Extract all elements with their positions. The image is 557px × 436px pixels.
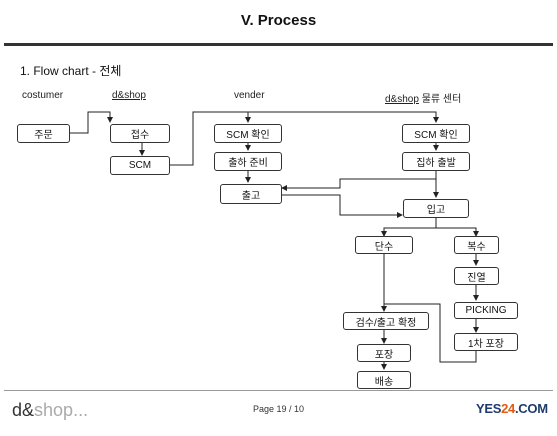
node-inspect-confirm: 검수/출고 확정 [343,312,429,330]
node-release: 출고 [220,184,282,204]
node-order: 주문 [17,124,70,143]
node-scm: SCM [110,156,170,175]
section-subtitle: 1. Flow chart - 전체 [20,64,122,78]
footer-divider [4,390,553,391]
brand-logo-light: shop... [34,400,89,420]
connector-order-accept [70,111,113,134]
connector-receive-split [381,218,437,237]
brand-logo-main: d& [12,400,35,420]
page-number: Page 19 / 10 [252,404,305,414]
lane-label-vender: vender [234,90,265,101]
node-center-scm-check: SCM 확인 [402,124,470,143]
node-picking: PICKING [454,302,518,319]
node-display: 진열 [454,267,499,285]
title-divider [4,43,553,46]
node-ship-prep: 출하 준비 [214,152,282,171]
node-multiple: 복수 [454,236,499,254]
node-vendor-scm-check: SCM 확인 [214,124,282,143]
connector-split-multiple [436,227,479,237]
lane-label-customer: costumer [22,90,64,101]
lane-label-center-name: d&shop [385,94,419,105]
node-pickup-depart: 집하 출발 [402,152,470,171]
lane-label-dshop: d&shop [112,90,146,101]
brand-logo: d&shop... [12,400,88,421]
yes24-logo-b: 24 [501,401,515,416]
yes24-logo-c: .COM [515,401,548,416]
connector-pickup-release [281,171,437,191]
connector-release-receive [282,194,403,218]
lane-label-center-suffix: 물류 센터 [418,94,462,105]
lane-label-dshop-text: d&shop [112,90,146,101]
node-receive: 입고 [403,199,469,218]
node-first-pack: 1차 포장 [454,333,518,351]
page-title: V. Process [240,12,317,29]
node-accept: 접수 [110,124,170,143]
connector-scm-vendor [170,111,439,166]
node-delivery: 배송 [357,371,411,389]
yes24-logo-a: YES [476,401,502,416]
node-pack: 포장 [357,344,411,362]
node-single: 단수 [355,236,413,254]
connector-firstpack-inspect [384,303,477,363]
lane-label-center: d&shop 물류 센터 [385,90,461,105]
yes24-logo: YES24.COM [476,401,548,416]
